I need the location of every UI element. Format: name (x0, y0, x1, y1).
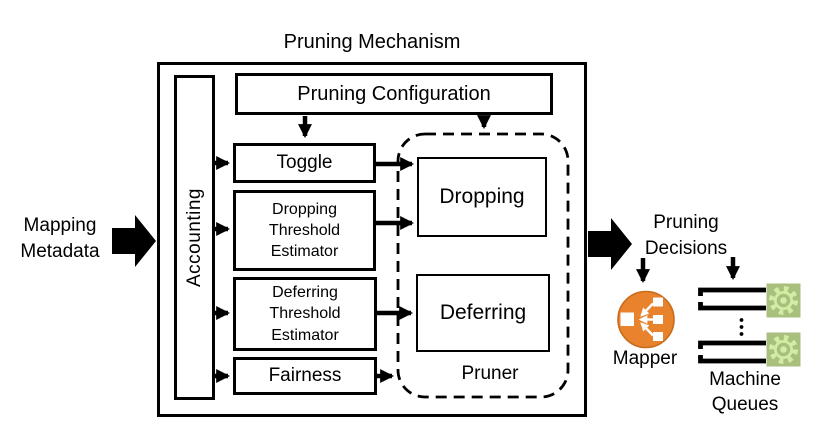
accounting-label: Accounting (183, 187, 205, 287)
fairness-box: Fairness (233, 357, 377, 395)
deferring-threshold-estimator-box: Deferring Threshold Estimator (233, 277, 377, 351)
mapping-metadata-line2: Metadata (20, 241, 100, 262)
load-balancer-icon (617, 290, 675, 349)
queue-icon (698, 287, 766, 364)
pruning-decisions-arrow (588, 218, 632, 270)
pruning-decisions-line1: Pruning (653, 212, 719, 233)
mapping-metadata-line1: Mapping (23, 215, 97, 236)
mapper-label: Mapper (612, 348, 678, 369)
dropping-box: Dropping (417, 157, 547, 237)
pruning-configuration-box: Pruning Configuration (235, 73, 553, 115)
deferring-box: Deferring (416, 274, 550, 352)
mapping-metadata-arrow (112, 215, 156, 267)
queues-ellipsis (739, 318, 744, 336)
queue2-bottom (698, 355, 766, 364)
pruning-mechanism-boundary (157, 62, 587, 417)
machine-queues-line1: Machine (709, 369, 781, 390)
queue1-bottom (698, 302, 766, 311)
pruning-decisions-line2: Decisions (644, 238, 728, 259)
toggle-box: Toggle (233, 143, 376, 183)
machine-queues-label: Machine Queues (694, 367, 796, 417)
accounting-box: Accounting (174, 75, 215, 400)
mapping-metadata-label: Mapping Metadata (6, 213, 114, 265)
pruner-label: Pruner (461, 363, 519, 384)
queue2-top (698, 340, 766, 349)
gear-icon (767, 333, 801, 367)
dropping-threshold-estimator-box: Dropping Threshold Estimator (233, 190, 376, 271)
machine-queues-line2: Queues (711, 394, 779, 415)
pruning-decisions-label: Pruning Decisions (630, 210, 742, 262)
queue1-top (698, 287, 766, 296)
gear-icon (767, 284, 801, 318)
diagram-title: Pruning Mechanism (283, 31, 461, 53)
